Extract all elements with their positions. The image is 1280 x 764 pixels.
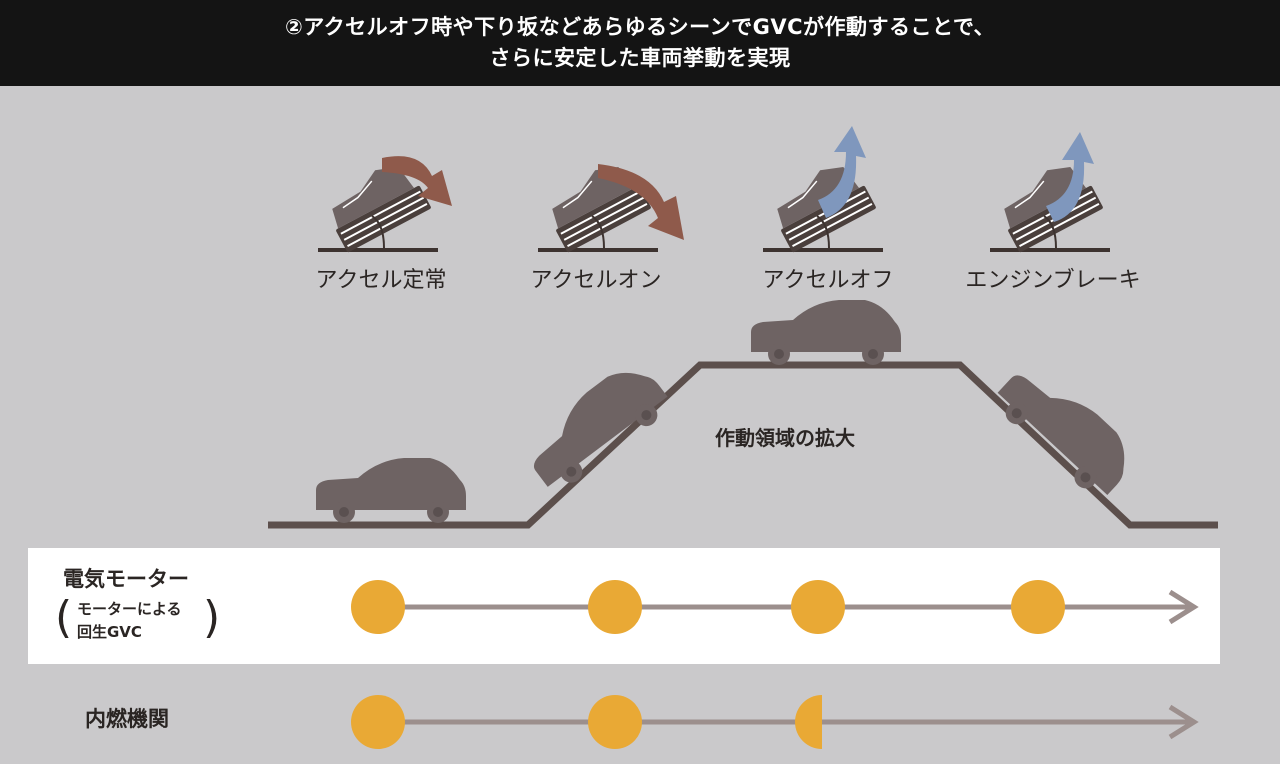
arrow-down-icon bbox=[598, 164, 684, 240]
motor-marker-1 bbox=[351, 580, 405, 634]
road-profile bbox=[268, 361, 1218, 529]
motor-sub-line-1: モーターによる bbox=[77, 600, 182, 618]
motor-row-subtitle: ( モーターによる 回生GVC ) bbox=[55, 592, 225, 646]
engine-row-title: 内燃機関 bbox=[85, 707, 169, 731]
header-banner: ②アクセルオフ時や下り坂などあらゆるシーンでGVCが作動することで、 さらに安定… bbox=[0, 0, 1280, 86]
close-paren: ) bbox=[203, 592, 221, 643]
pedal-label-off: アクセルオフ bbox=[762, 268, 894, 293]
arrow-right-icon bbox=[382, 156, 452, 206]
engine-marker-2 bbox=[588, 695, 642, 749]
motor-row-arrow-head bbox=[1168, 589, 1199, 625]
open-paren: ( bbox=[55, 592, 73, 643]
operating-area-label: 作動領域の拡大 bbox=[715, 426, 855, 450]
motor-row-title: 電気モーター bbox=[63, 567, 189, 591]
arrow-up-icon bbox=[1046, 132, 1094, 222]
pedal-label-steady: アクセル定常 bbox=[315, 268, 447, 293]
pedal-label-on: アクセルオン bbox=[530, 268, 662, 293]
header-line-1: ②アクセルオフ時や下り坂などあらゆるシーンでGVCが作動することで、 bbox=[284, 15, 996, 39]
motor-marker-3 bbox=[791, 580, 845, 634]
motor-marker-2 bbox=[588, 580, 642, 634]
pedal-label-engine-brake: エンジンブレーキ bbox=[965, 268, 1141, 293]
engine-row-arrow-head bbox=[1168, 704, 1199, 740]
engine-marker-1 bbox=[351, 695, 405, 749]
engine-marker-3-half bbox=[795, 695, 822, 749]
header-line-2: さらに安定した車両挙動を実現 bbox=[489, 46, 791, 70]
motor-marker-4 bbox=[1011, 580, 1065, 634]
arrow-up-icon bbox=[818, 126, 866, 218]
motor-sub-line-2: 回生GVC bbox=[77, 623, 142, 641]
